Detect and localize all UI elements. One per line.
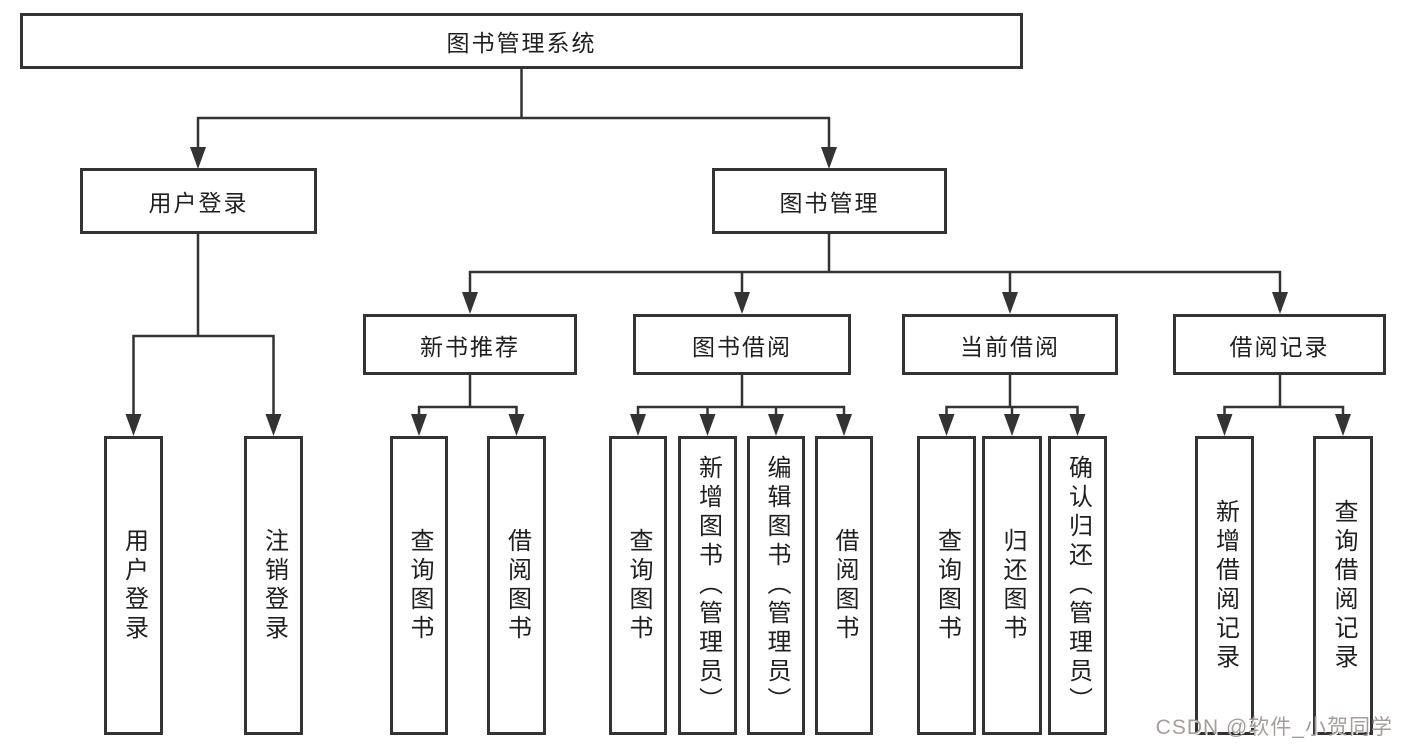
node-label: 借阅图书: [831, 527, 858, 644]
node-leaf-query-book-recommend: 查询图书: [390, 436, 448, 735]
node-label: 确认归还（管理员）: [1064, 455, 1092, 716]
node-leaf-borrow-book-recommend: 借阅图书: [487, 436, 546, 735]
node-book-borrow: 图书借阅: [633, 314, 851, 375]
node-current-borrow: 当前借阅: [902, 314, 1118, 375]
node-label: 归还图书: [999, 527, 1026, 644]
node-label: 查询图书: [933, 527, 961, 644]
node-label: 用户登录: [148, 190, 249, 216]
node-leaf-edit-book-admin: 编辑图书（管理员）: [747, 436, 805, 735]
node-book-management: 图书管理: [712, 168, 947, 234]
node-leaf-user-login: 用户登录: [104, 436, 163, 735]
node-label: 图书管理: [779, 190, 880, 216]
node-leaf-return-book: 归还图书: [982, 436, 1042, 735]
connector-borrow-record-to-leaves: [1216, 373, 1351, 436]
node-label: 查询图书: [625, 527, 652, 644]
node-new-book-recommend: 新书推荐: [363, 314, 577, 375]
node-library-management-system: 图书管理系统: [20, 13, 1023, 69]
node-leaf-query-current-book: 查询图书: [917, 436, 976, 735]
node-label: 用户登录: [120, 527, 148, 644]
node-label: 新书推荐: [420, 333, 520, 360]
node-label: 当前借阅: [960, 333, 1060, 360]
node-label: 查询图书: [406, 527, 433, 644]
node-label: 查询借阅记录: [1330, 498, 1357, 673]
connector-book-borrow-to-leaves: [630, 373, 852, 436]
node-leaf-query-borrow-record: 查询借阅记录: [1313, 436, 1373, 735]
csdn-watermark: CSDN @软件_小贺同学: [1155, 716, 1393, 739]
node-label: 编辑图书（管理员）: [763, 455, 790, 716]
node-label: 借阅图书: [503, 527, 531, 644]
node-label: 注销登录: [260, 527, 288, 644]
node-label: 借阅记录: [1229, 333, 1330, 360]
node-leaf-logout: 注销登录: [244, 436, 303, 735]
node-label: 新增图书（管理员）: [694, 455, 722, 716]
node-leaf-add-book-admin: 新增图书（管理员）: [678, 436, 737, 735]
connector-current-borrow-to-leaves: [938, 373, 1086, 436]
node-leaf-confirm-return-admin: 确认归还（管理员）: [1048, 436, 1107, 735]
connector-book-management-to-level3: [462, 232, 1288, 314]
node-user-login: 用户登录: [80, 168, 317, 234]
node-leaf-add-borrow-record: 新增借阅记录: [1195, 436, 1254, 735]
node-borrow-record: 借阅记录: [1173, 314, 1386, 375]
connector-new-book-recommend-to-leaves: [411, 373, 525, 436]
node-label: 新增借阅记录: [1211, 498, 1239, 673]
connector-user-login-to-leaves: [125, 232, 282, 436]
connector-root-to-level2: [190, 67, 837, 169]
node-label: 图书借阅: [692, 333, 792, 360]
node-label: 图书管理系统: [446, 30, 597, 56]
node-leaf-query-book: 查询图书: [609, 436, 667, 735]
node-leaf-borrow-book: 借阅图书: [815, 436, 873, 735]
